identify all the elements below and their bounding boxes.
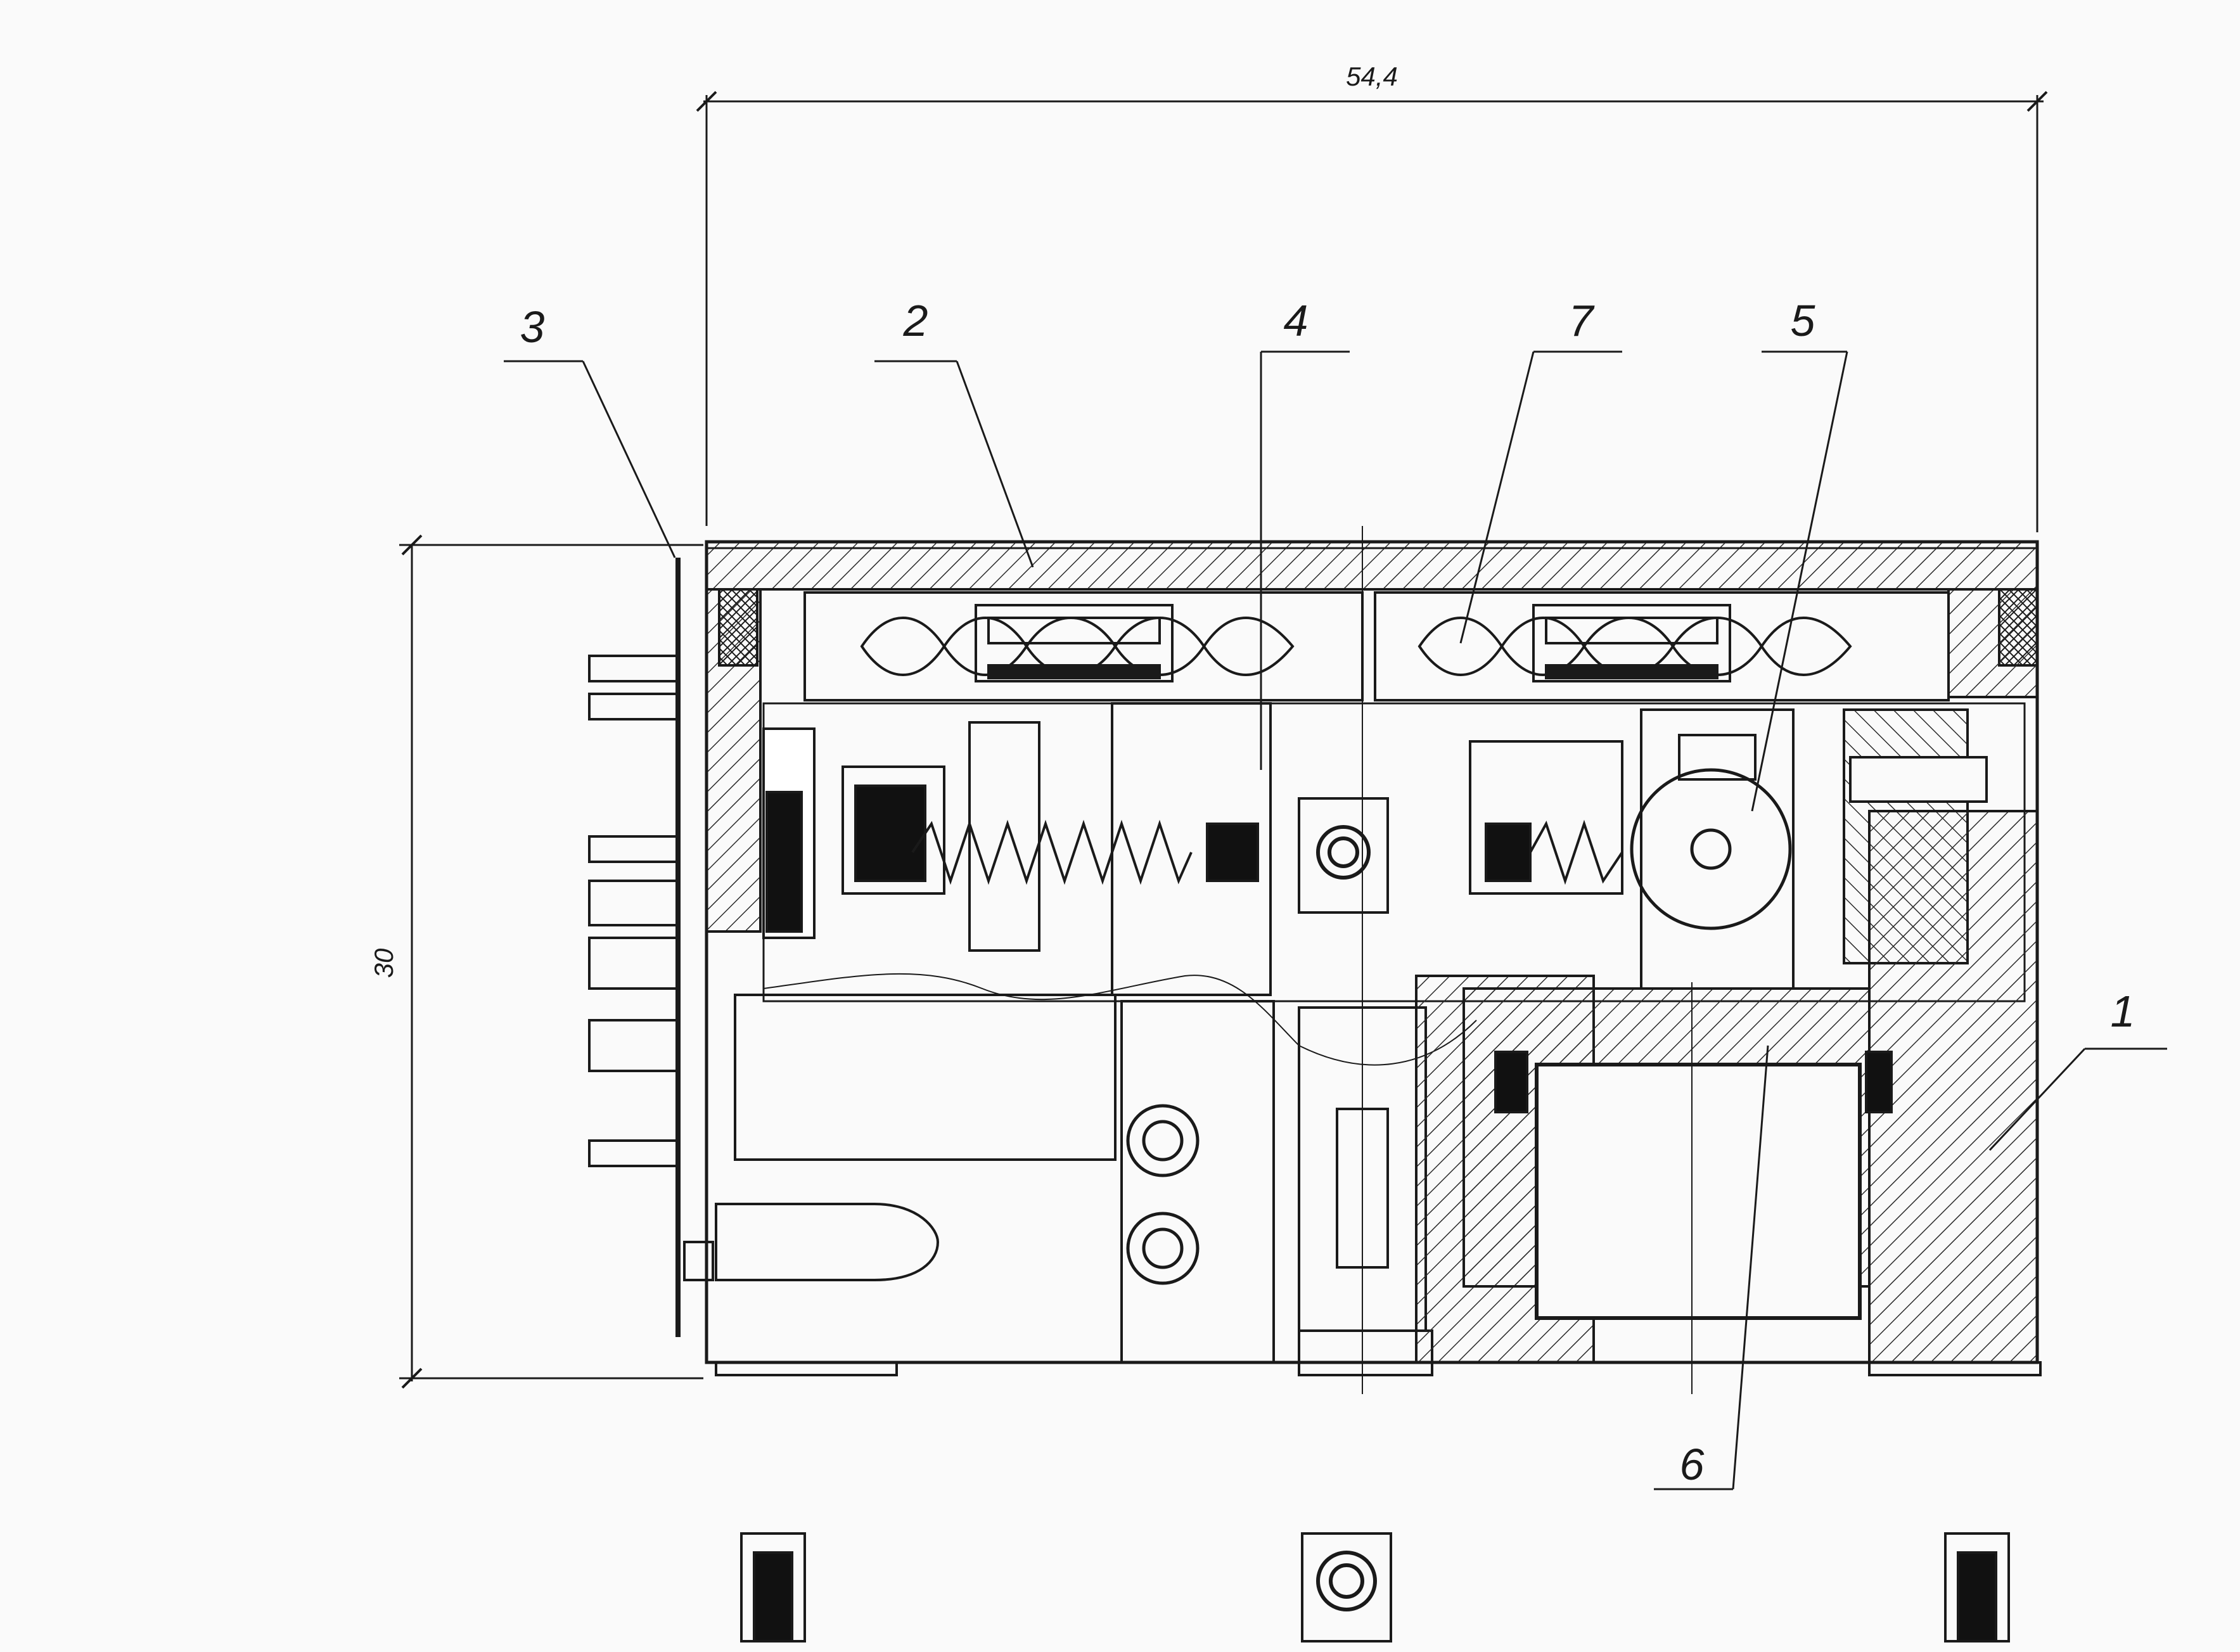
- bottom-views: [740, 1532, 2010, 1642]
- dimension-width: [696, 91, 2048, 532]
- lower-section: [715, 526, 2038, 1394]
- dimension-height: [399, 534, 703, 1389]
- top-compartment: [803, 591, 1950, 701]
- callout-7: 7: [1569, 296, 1596, 345]
- callout-6: 6: [1680, 1440, 1705, 1489]
- callout-4: 4: [1284, 296, 1309, 345]
- callout-5: 5: [1791, 296, 1816, 345]
- callout-2: 2: [903, 296, 928, 345]
- callout-1: 1: [2111, 987, 2135, 1036]
- leader-lines: [504, 350, 2167, 1490]
- connector-pins: [588, 558, 714, 1337]
- dimension-height-label: 30: [369, 948, 399, 978]
- callout-3: 3: [520, 302, 545, 352]
- bottom-feet: [715, 1361, 2042, 1376]
- dimension-width-label: 54,4: [1346, 61, 1398, 91]
